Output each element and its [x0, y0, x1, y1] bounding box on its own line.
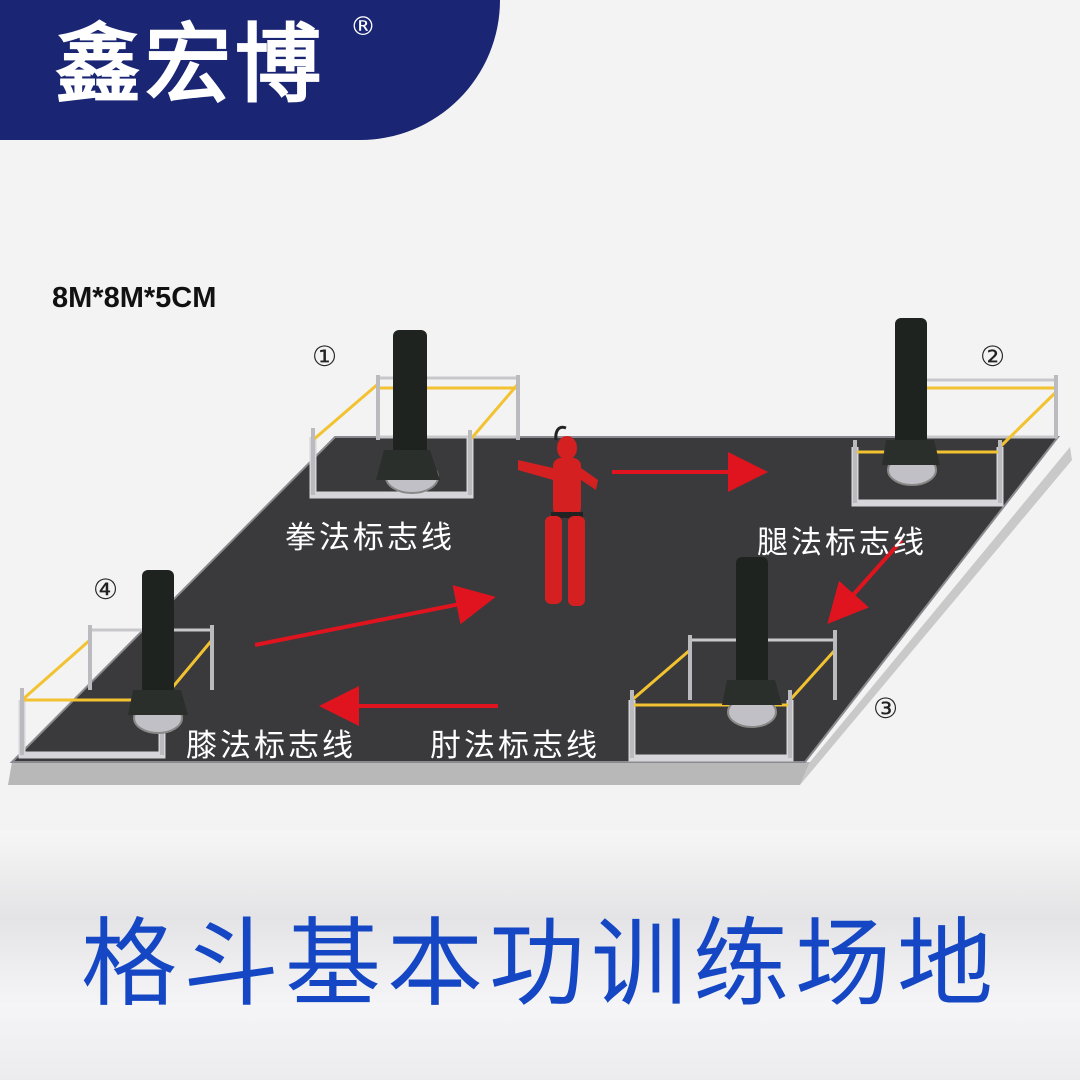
arrow-icon: [254, 585, 496, 647]
marker-3: ③: [873, 692, 899, 725]
platform-side: [800, 447, 1072, 785]
zone-label-knee: 膝法标志线: [186, 728, 356, 764]
brand-banner: 鑫宏博 ®: [0, 0, 500, 140]
training-dummy-icon: [518, 425, 598, 606]
dimensions-label: 8M*8M*5CM: [52, 282, 217, 314]
platform-edge: [8, 762, 810, 785]
training-mat: [9, 436, 1061, 763]
flow-arrows: [254, 452, 904, 726]
punching-bag-icon: [895, 318, 927, 448]
zone-label-elbow: 肘法标志线: [430, 728, 600, 764]
zone-label-kick: 腿法标志线: [757, 525, 927, 561]
bottom-band: [0, 830, 1080, 1080]
training-floor-scene: [8, 318, 1072, 785]
zone-label-punch: 拳法标志线: [285, 520, 455, 556]
marker-2: ②: [980, 340, 1006, 373]
station-3: [628, 557, 837, 762]
station-4: [18, 570, 214, 759]
marker-4: ④: [93, 573, 119, 606]
marker-1: ①: [312, 340, 338, 373]
punching-bag-icon: [142, 570, 174, 700]
punching-bag-icon: [393, 330, 427, 460]
punching-bag-icon: [736, 557, 768, 687]
brand-name: 鑫宏博: [55, 15, 325, 115]
registered-mark: ®: [350, 12, 376, 42]
page-title: 格斗基本功训练场地: [81, 908, 999, 1020]
arrow-icon: [827, 538, 904, 624]
station-2: [851, 318, 1058, 507]
station-1: [309, 330, 520, 499]
rope-barrier-icon: [312, 382, 379, 442]
